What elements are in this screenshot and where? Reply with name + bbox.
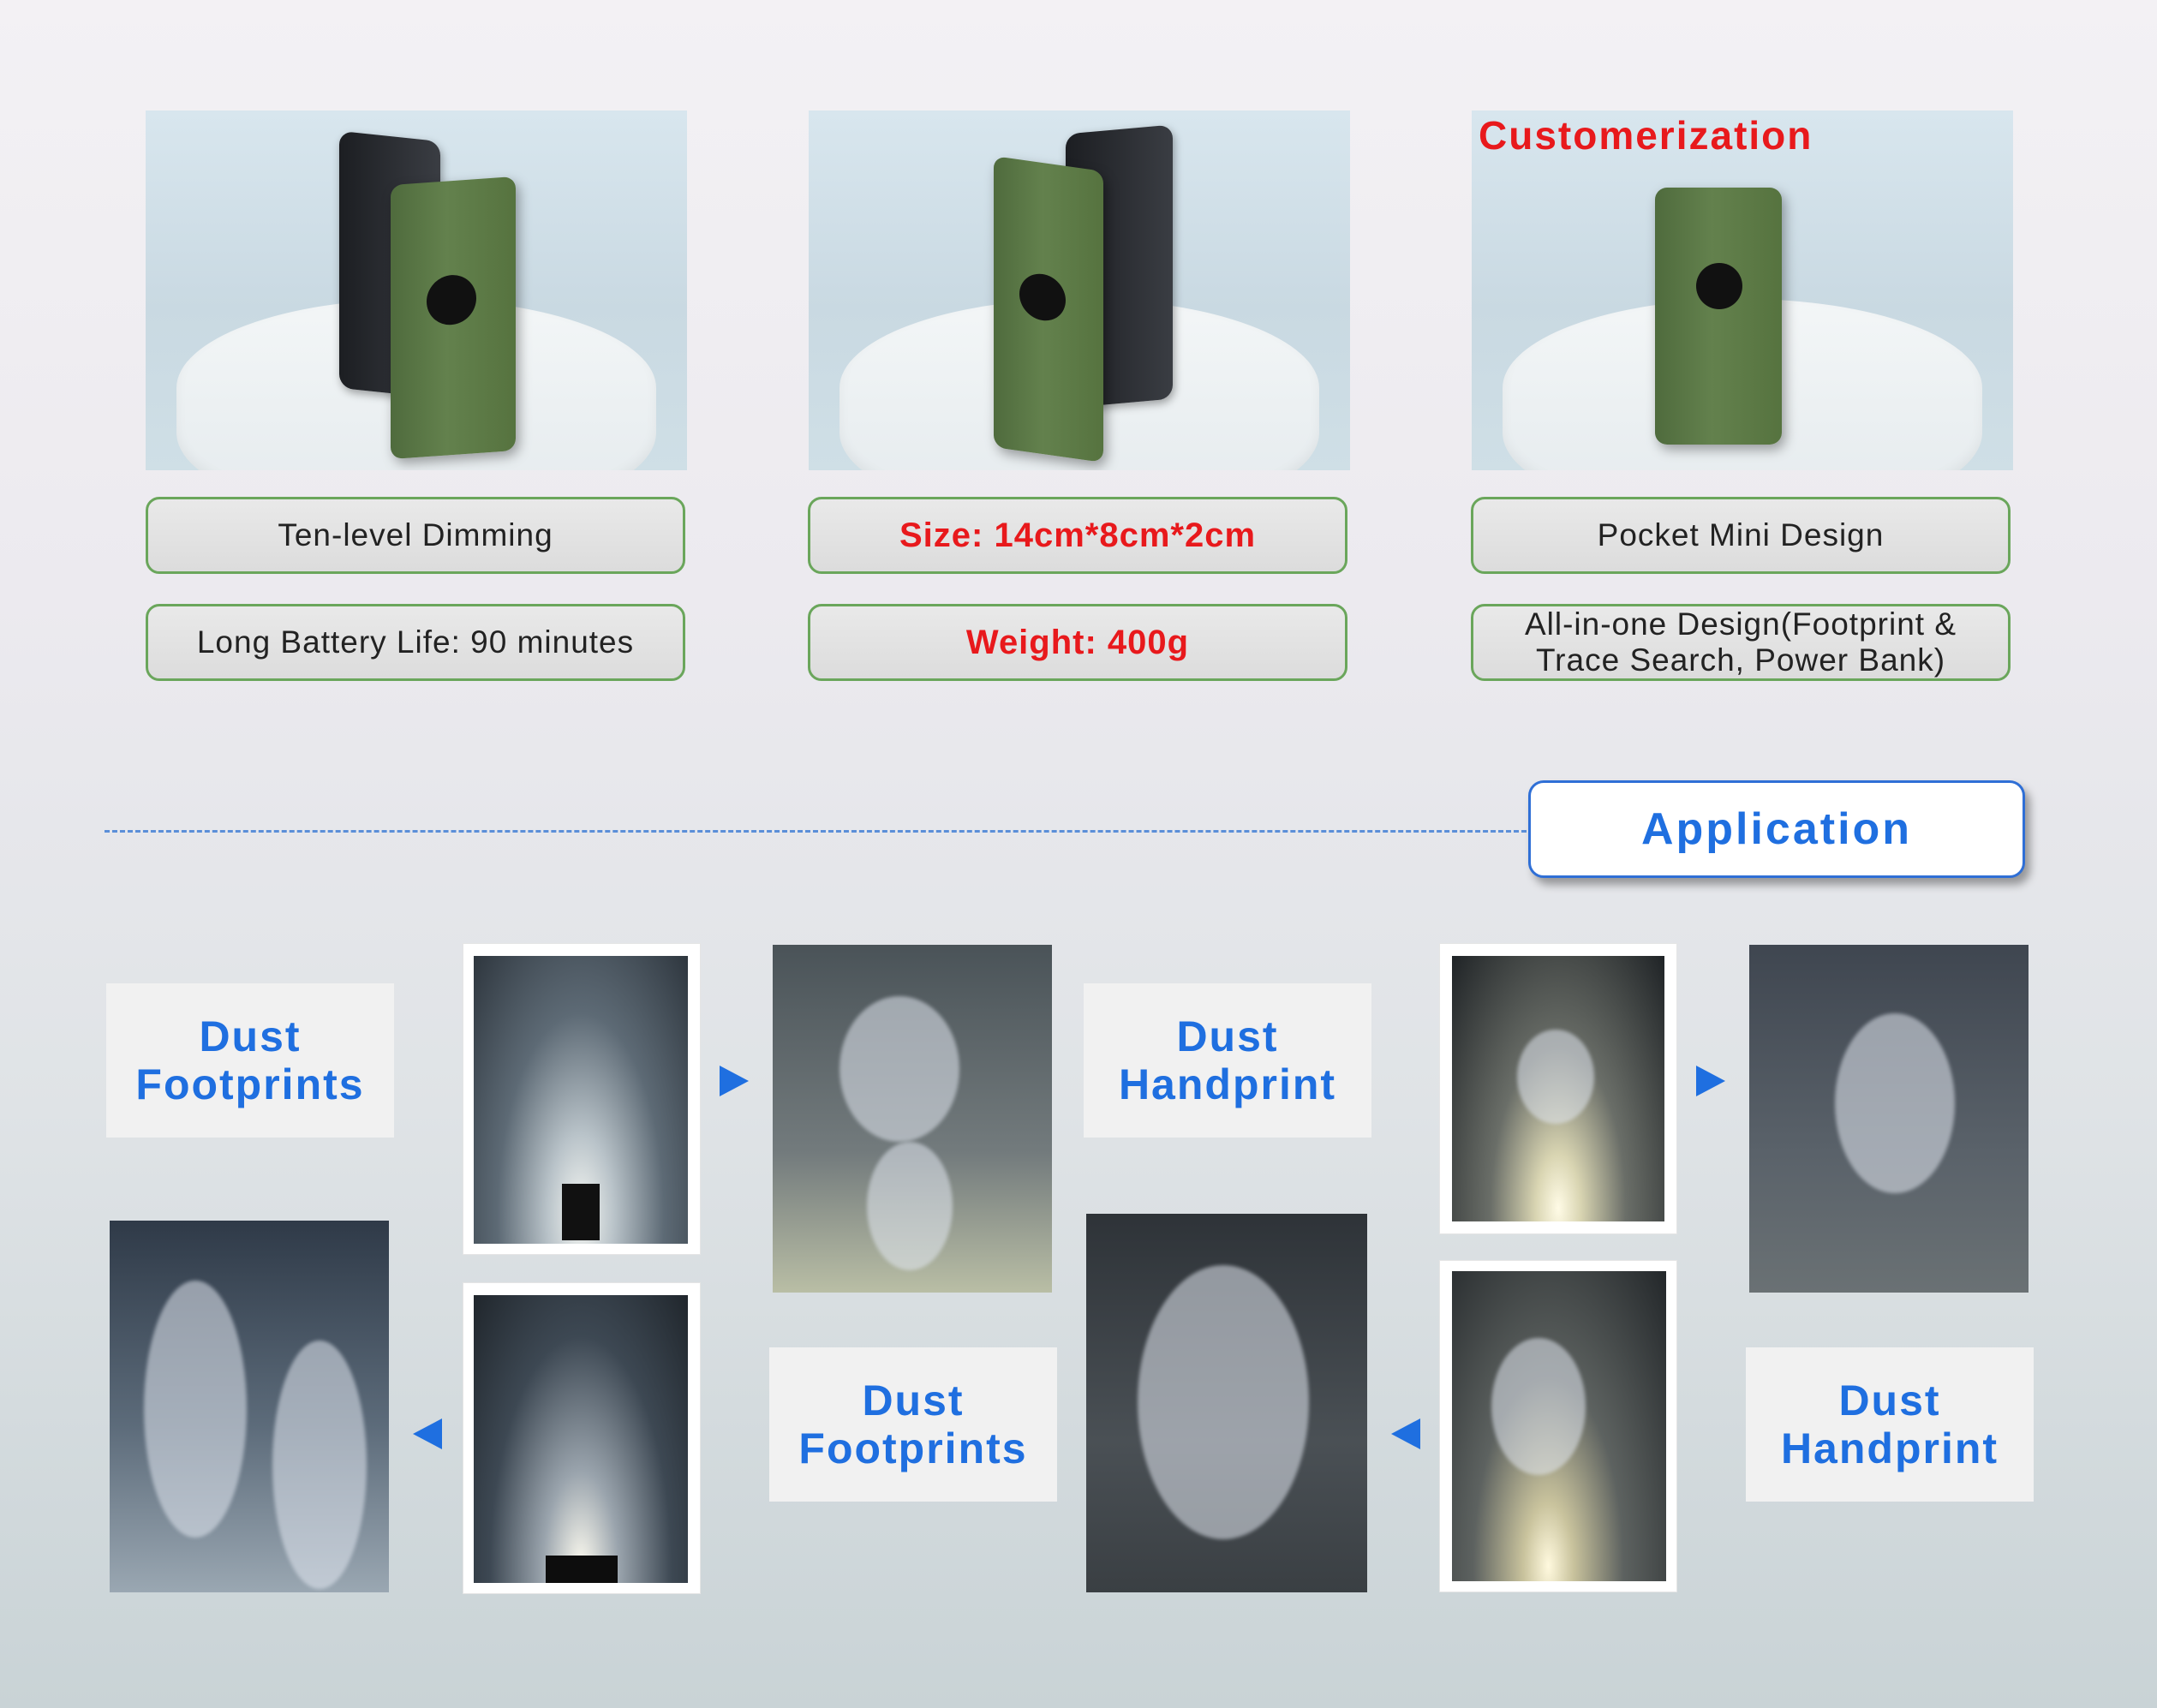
- label-line-2: Footprints: [135, 1060, 365, 1108]
- light-source-device-image: [1655, 188, 1782, 445]
- product-photo-back-view: [809, 110, 1350, 470]
- label-dust-handprint-top: Dust Handprint: [1084, 983, 1371, 1138]
- label-line-1: Dust: [862, 1377, 965, 1424]
- footprint-result-photo-top: [773, 945, 1052, 1293]
- light-source-device-image: [994, 156, 1103, 463]
- feature-battery-life: Long Battery Life: 90 minutes: [146, 604, 685, 681]
- footprint-result-photo-bottom: [110, 1221, 389, 1592]
- label-line-1: Dust: [1176, 1012, 1279, 1060]
- arrow-right-icon: [1696, 1066, 1725, 1096]
- handprint-lighting-photo-top: [1439, 943, 1677, 1234]
- product-photo-with-phone: [146, 110, 687, 470]
- product-photo-customized: Customerization: [1472, 110, 2013, 470]
- label-line-2: Handprint: [1118, 1060, 1337, 1108]
- label-dust-footprints-top: Dust Footprints: [106, 983, 394, 1138]
- light-source-device-image: [391, 176, 516, 460]
- customization-title: Customerization: [1479, 113, 1813, 158]
- arrow-right-icon: [720, 1066, 749, 1096]
- feature-size: Size: 14cm*8cm*2cm: [808, 497, 1347, 574]
- arrow-left-icon: [413, 1418, 442, 1449]
- label-line-2: Handprint: [1780, 1424, 1999, 1472]
- label-line-2: Footprints: [798, 1424, 1028, 1472]
- feature-pocket-mini: Pocket Mini Design: [1471, 497, 2011, 574]
- arrow-left-icon: [1391, 1418, 1420, 1449]
- label-line-1: Dust: [1838, 1377, 1941, 1424]
- section-divider: [105, 830, 1527, 833]
- feature-all-in-one: All-in-one Design(Footprint & Trace Sear…: [1471, 604, 2011, 681]
- footprint-lighting-photo-top: [463, 943, 701, 1255]
- handprint-lighting-photo-bottom: [1439, 1260, 1677, 1592]
- label-line-1: Dust: [199, 1012, 302, 1060]
- footprint-lighting-photo-bottom: [463, 1282, 701, 1594]
- handprint-result-photo-bottom: [1086, 1214, 1367, 1592]
- application-title: Application: [1528, 780, 2025, 878]
- handprint-result-photo-top: [1749, 945, 2029, 1293]
- label-dust-footprints-bottom: Dust Footprints: [769, 1347, 1057, 1502]
- feature-weight: Weight: 400g: [808, 604, 1347, 681]
- feature-ten-level-dimming: Ten-level Dimming: [146, 497, 685, 574]
- label-dust-handprint-bottom: Dust Handprint: [1746, 1347, 2034, 1502]
